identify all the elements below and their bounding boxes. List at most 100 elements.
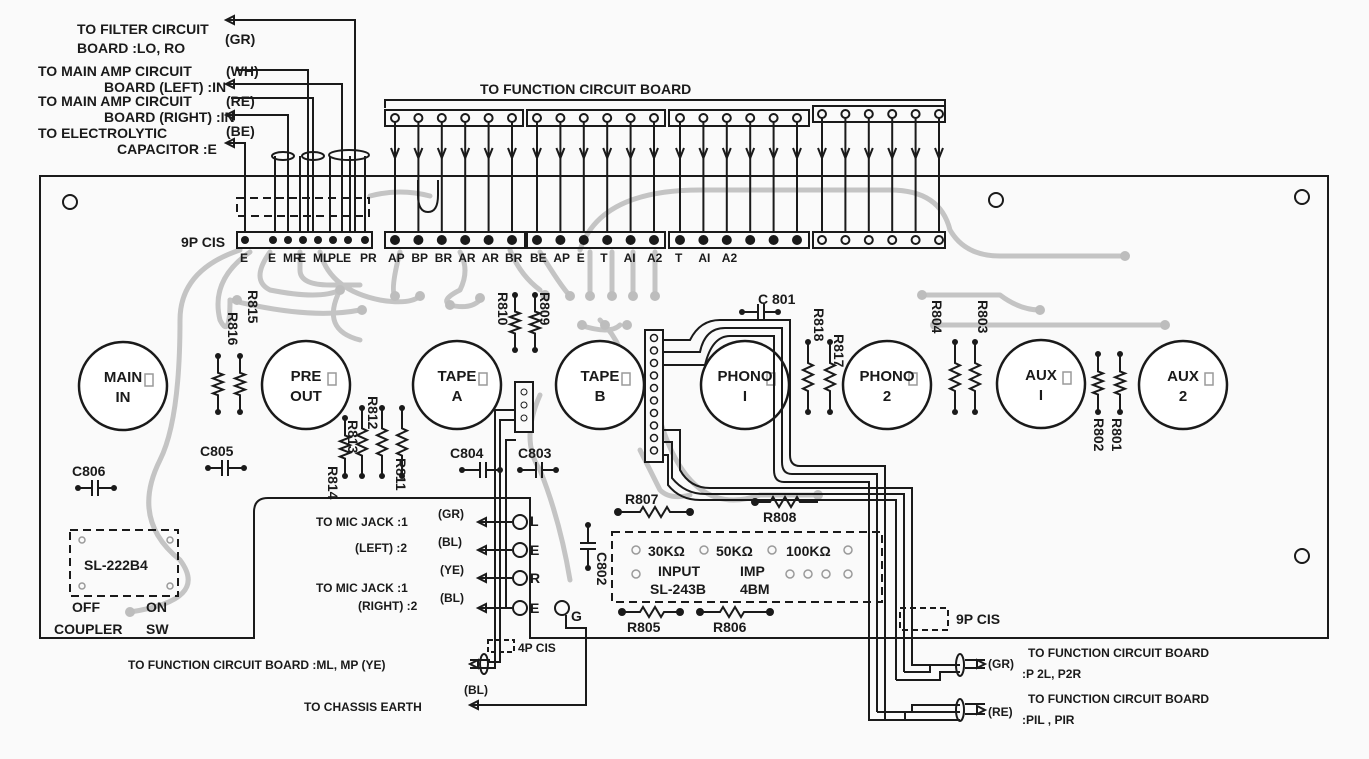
bus-pin-bottom xyxy=(817,235,827,245)
jack-label-line1: PRE xyxy=(291,368,322,385)
label-9p-cis-left: 9P CIS xyxy=(181,234,225,250)
bus-pin-bottom xyxy=(578,235,589,245)
jack-label-line1: MAIN xyxy=(104,369,142,386)
resistor-r816 xyxy=(210,356,226,412)
bus-pin-bottom xyxy=(436,235,447,245)
bus-pin-bottom xyxy=(745,235,756,245)
label-r809: R809 xyxy=(537,292,553,326)
label-coupler: COUPLER xyxy=(54,621,122,637)
connector-blocks xyxy=(514,329,664,463)
jack-tab xyxy=(1204,372,1214,386)
bus-pin-top xyxy=(460,113,471,123)
bus-pin-top xyxy=(390,113,400,123)
resistor-r802 xyxy=(1090,354,1106,412)
connector-9p-pin-label: MR xyxy=(283,251,302,265)
bus-pin-label: AI xyxy=(698,251,710,265)
bus-arrow xyxy=(792,147,802,161)
resistor-pad xyxy=(237,409,243,415)
connector-9p-pin xyxy=(241,236,249,244)
label-pin-e: E xyxy=(530,542,539,558)
jack-label-line2: A xyxy=(452,388,463,405)
bus-pin-top xyxy=(602,113,613,123)
bus-arrow xyxy=(649,147,659,161)
connector-9p-pin-label: E xyxy=(298,251,306,265)
bus-pin-top xyxy=(768,113,779,123)
label-pin-l: L xyxy=(530,513,539,529)
jack-label-line2: OUT xyxy=(290,388,322,405)
connector-9p-pin xyxy=(299,236,307,244)
jack-socket xyxy=(995,338,1087,430)
label-imp: IMP xyxy=(740,563,765,579)
bus-pin-label: BE xyxy=(530,251,547,265)
bus-arrow xyxy=(768,147,779,161)
bus-pin-label: AR xyxy=(482,251,500,265)
label-filter-color: (GR) xyxy=(225,31,255,47)
resistor-pad xyxy=(1095,351,1101,357)
label-r814: R814 xyxy=(325,466,341,500)
bus-pin-top xyxy=(817,109,827,119)
resistor-r818 xyxy=(800,342,816,412)
label-main-right-color: (RE) xyxy=(226,93,255,109)
bus-arrow xyxy=(887,147,898,161)
mid-connector-pin xyxy=(649,396,659,405)
jack-group: MAININPREOUTTAPEATAPEBPHONOIPHONO2AUXIAU… xyxy=(77,338,1229,432)
jack-label-line1: PHONO xyxy=(717,368,772,385)
bus-pin-top xyxy=(863,109,874,119)
bus-pin-bottom xyxy=(934,235,944,245)
connector-9p-pin-label: E xyxy=(240,251,248,265)
jack-label-line1: AUX xyxy=(1025,367,1057,384)
mic-wires xyxy=(467,409,587,711)
bus-pin-bottom xyxy=(721,235,732,245)
bus-pin-bottom xyxy=(625,235,636,245)
connector-9p-right xyxy=(899,607,949,631)
bus-pin-bottom xyxy=(602,235,613,245)
label-r818: R818 xyxy=(811,308,827,342)
jack-tab xyxy=(1062,371,1072,385)
input-impedance-switch xyxy=(611,531,883,603)
bus-pin-label: T xyxy=(600,251,608,265)
label-electro-1: TO ELECTROLYTIC xyxy=(38,125,167,141)
bus-arrow xyxy=(436,147,447,161)
mid-connector-pin xyxy=(649,358,659,368)
label-r808: R808 xyxy=(763,509,797,525)
jack-tab xyxy=(621,372,631,386)
bus-pin-top xyxy=(887,109,898,119)
resistor-pad xyxy=(342,473,348,479)
bus-arrow xyxy=(745,147,756,161)
mid-connector-pin xyxy=(649,433,659,443)
bus-arrow xyxy=(507,147,517,161)
resistor-pad xyxy=(512,292,518,298)
label-filter-1: TO FILTER CIRCUIT xyxy=(77,21,209,37)
bus-pin-bottom xyxy=(649,235,659,245)
resistor-pad xyxy=(399,473,405,479)
labels: TO FILTER CIRCUIT BOARD :LO, RO (GR) TO … xyxy=(38,21,1209,727)
connector-9p-pin xyxy=(284,236,292,244)
bus-arrow xyxy=(413,147,424,161)
bus-pin-top xyxy=(436,113,447,123)
resistor-r814 xyxy=(337,418,353,476)
jack-label-line2: IN xyxy=(116,389,131,406)
resistor-pad xyxy=(972,339,978,345)
bus-pin-top xyxy=(507,113,517,123)
bus-pin-top xyxy=(934,109,944,119)
label-sl222b4: SL-222B4 xyxy=(84,557,148,573)
resistor-pad xyxy=(359,473,365,479)
label-r811: R811 xyxy=(393,458,409,491)
label-r813: R813 xyxy=(345,420,361,454)
bus-pin-top xyxy=(698,113,709,123)
jack-tab xyxy=(478,372,488,386)
resistor-pad xyxy=(215,409,221,415)
bus-pin-label: A2 xyxy=(647,251,663,265)
label-electro-2: CAPACITOR :E xyxy=(117,141,217,157)
bus-arrow xyxy=(675,147,685,161)
label-mic-bl: (BL) xyxy=(438,535,462,549)
bus-pin-top xyxy=(649,113,659,123)
resistor-pad xyxy=(532,292,538,298)
resistor-r815 xyxy=(232,356,248,412)
jack-socket xyxy=(260,339,352,431)
connector-9p-pin xyxy=(344,236,352,244)
label-r815: R815 xyxy=(245,290,261,324)
connector-9p-pin xyxy=(329,236,337,244)
